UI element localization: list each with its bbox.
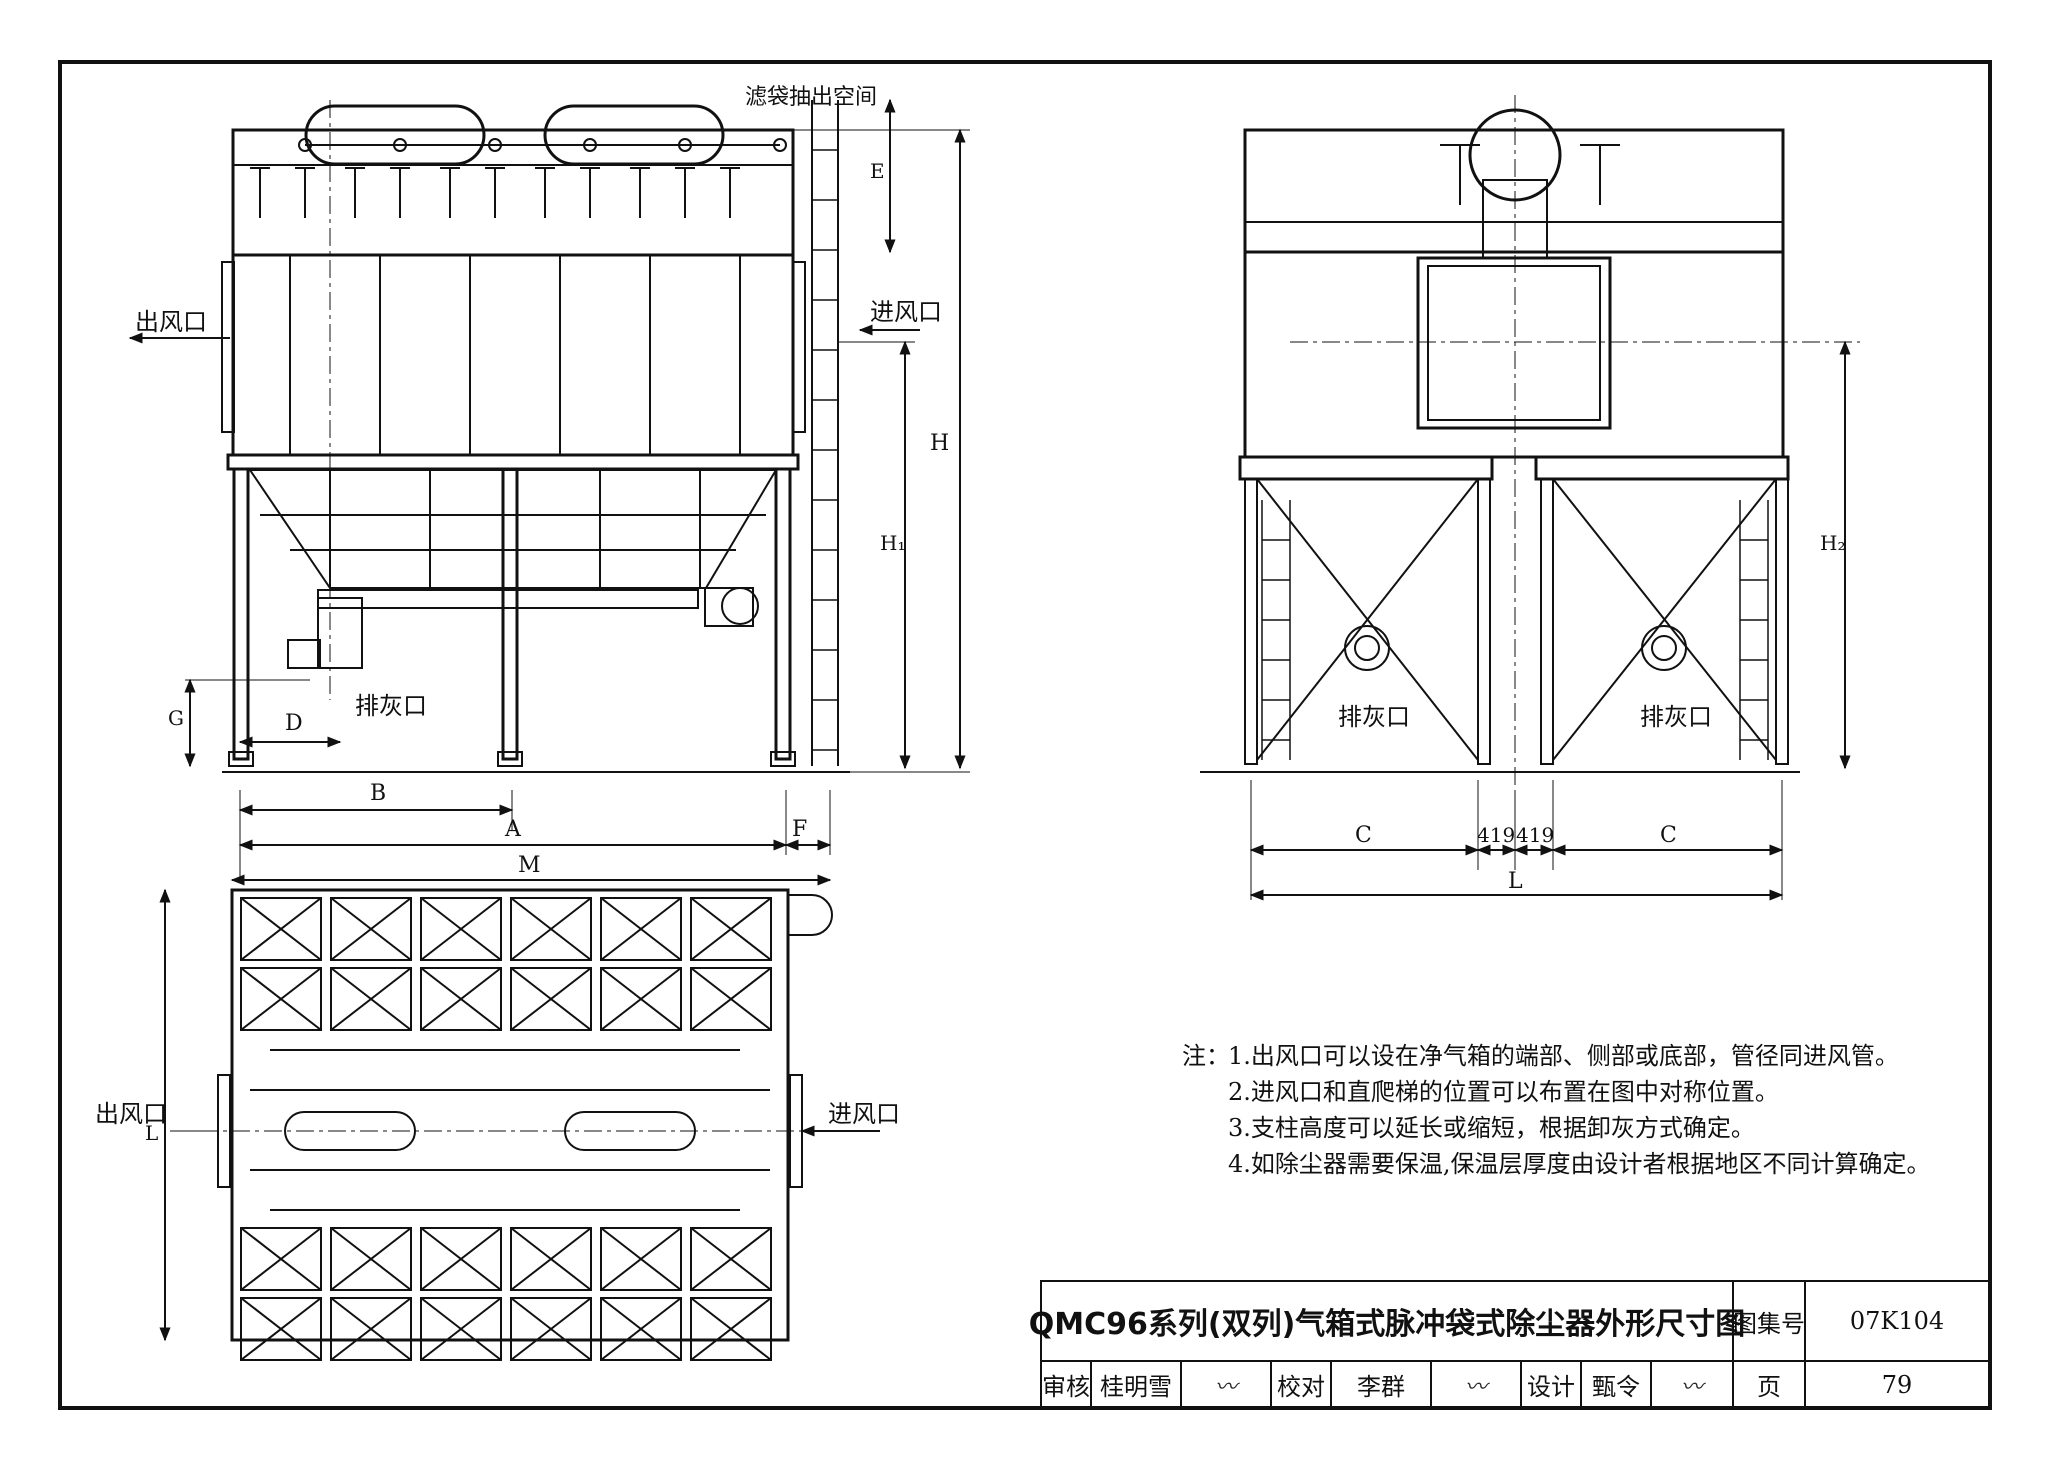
note-1: 1.出风口可以设在净气箱的端部、侧部或底部，管径同进风管。 xyxy=(1228,1042,1899,1070)
filter-bag-cell xyxy=(510,967,592,1031)
filter-bag-cell xyxy=(330,1227,412,1291)
dim-F: F xyxy=(792,817,807,842)
dim-G: G xyxy=(168,706,184,730)
review-label: 审核 xyxy=(1042,1362,1092,1409)
filter-bag-cell xyxy=(240,897,322,961)
filter-bag-cell xyxy=(420,967,502,1031)
filter-bag-cell xyxy=(510,1297,592,1361)
filter-bag-cell xyxy=(240,1227,322,1291)
filter-bag-cell xyxy=(690,897,772,961)
atlas-label: 图集号 xyxy=(1733,1282,1806,1362)
dim-H1: H₁ xyxy=(880,531,905,555)
ash-label-side-left: 排灰口 xyxy=(1338,703,1410,731)
inlet-label-plan: 进风口 xyxy=(828,1100,900,1128)
filter-bag-cell xyxy=(600,1297,682,1361)
drawing-labels: 滤袋抽出空间 出风口 进风口 排灰口 E H H₁ G D B A F M H₂… xyxy=(95,85,1845,1145)
outlet-label-front: 出风口 xyxy=(135,308,207,336)
designer-name: 甄令 xyxy=(1582,1362,1652,1409)
filter-bag-cell xyxy=(690,967,772,1031)
filter-bag-cell xyxy=(420,1297,502,1361)
filter-bag-cell xyxy=(420,1227,502,1291)
title-block: QMC96系列(双列)气箱式脉冲袋式除尘器外形尺寸图 图集号 07K104 审核… xyxy=(1029,1280,1990,1409)
sheet-border xyxy=(58,60,1992,1410)
designer-signature: 〰 xyxy=(1652,1362,1734,1409)
note-2: 2.进风口和直爬梯的位置可以布置在图中对称位置。 xyxy=(1228,1078,1779,1106)
filter-bag-cell xyxy=(510,897,592,961)
filter-bag-cell xyxy=(600,897,682,961)
note-4: 4.如除尘器需要保温,保温层厚度由设计者根据地区不同计算确定。 xyxy=(1228,1150,1931,1178)
inlet-label-front: 进风口 xyxy=(870,298,942,326)
dim-H2: H₂ xyxy=(1820,531,1845,555)
drawing-title: QMC96系列(双列)气箱式脉冲袋式除尘器外形尺寸图 xyxy=(1029,1282,1745,1362)
plan-view xyxy=(159,888,880,1361)
atlas-number: 07K104 xyxy=(1806,1282,1990,1362)
filter-bag-cell xyxy=(240,1297,322,1361)
front-elevation xyxy=(128,98,970,886)
design-notes: 注：1.出风口可以设在净气箱的端部、侧部或底部，管径同进风管。 2.进风口和直爬… xyxy=(1182,1038,1942,1182)
dim-E: E xyxy=(870,159,885,183)
side-elevation xyxy=(1200,95,1860,901)
dim-C-left: C xyxy=(1355,823,1372,848)
checker-signature: 〰 xyxy=(1432,1362,1522,1409)
filter-bag-cell xyxy=(330,967,412,1031)
filter-bag-cell xyxy=(600,1227,682,1291)
dim-B: B xyxy=(370,781,386,806)
dim-D: D xyxy=(285,711,303,736)
ash-label-side-right: 排灰口 xyxy=(1640,703,1712,731)
check-label: 校对 xyxy=(1272,1362,1332,1409)
bag-space-label: 滤袋抽出空间 xyxy=(745,85,877,110)
filter-bag-cell xyxy=(240,967,322,1031)
dim-M: M xyxy=(518,853,541,878)
filter-bag-cell xyxy=(330,897,412,961)
filter-bag-cell xyxy=(600,967,682,1031)
ash-label-front: 排灰口 xyxy=(355,692,427,720)
checker-name: 李群 xyxy=(1332,1362,1432,1409)
dim-H: H xyxy=(930,431,949,456)
reviewer-signature: 〰 xyxy=(1182,1362,1272,1409)
dim-C-right: C xyxy=(1660,823,1677,848)
filter-bag-cell xyxy=(420,897,502,961)
notes-prefix: 注： xyxy=(1182,1042,1230,1070)
filter-bag-cell xyxy=(330,1297,412,1361)
reviewer-name: 桂明雪 xyxy=(1092,1362,1182,1409)
dim-A: A xyxy=(504,817,522,842)
dim-419-left: 419 xyxy=(1477,823,1515,847)
dim-L-plan: L xyxy=(145,1121,158,1145)
filter-bag-cell xyxy=(510,1227,592,1291)
dim-419-right: 419 xyxy=(1516,823,1554,847)
dim-L-side: L xyxy=(1508,869,1523,894)
outlet-label-plan: 出风口 xyxy=(95,1100,167,1128)
design-label: 设计 xyxy=(1522,1362,1582,1409)
page-number: 79 xyxy=(1806,1362,1990,1409)
filter-bag-cell xyxy=(690,1297,772,1361)
filter-bag-cell xyxy=(690,1227,772,1291)
note-3: 3.支柱高度可以延长或缩短，根据卸灰方式确定。 xyxy=(1228,1114,1755,1142)
page-label: 页 xyxy=(1734,1362,1806,1409)
